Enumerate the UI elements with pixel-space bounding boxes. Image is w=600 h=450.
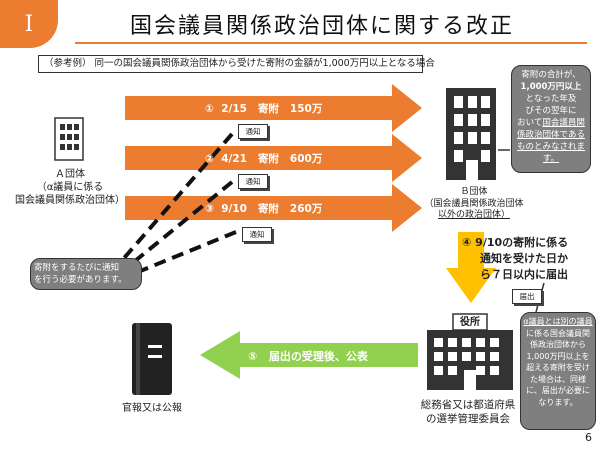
title-rule bbox=[75, 42, 587, 44]
book-icon bbox=[132, 323, 172, 395]
building-a-icon bbox=[54, 117, 84, 161]
step5-text: ⑤ 届出の受理後、公表 bbox=[248, 350, 368, 363]
authority-label: 総務省又は都道府県 の選挙管理委員会 bbox=[420, 399, 516, 425]
donation-2-text: ② 4/21 寄附 600万 bbox=[205, 153, 323, 165]
filing-tag: 届出 bbox=[512, 289, 542, 304]
section-badge: Ⅰ bbox=[0, 0, 58, 48]
government-building-icon bbox=[427, 313, 513, 390]
step4-text: ④ 9/10の寄附に係る 通知を受けた日か ら７日以内に届出 bbox=[462, 236, 569, 281]
donation-arrow-3 bbox=[125, 184, 422, 232]
group-a-label: Ａ団体 （α議員に係る 国会議員関係政治団体） bbox=[15, 169, 125, 206]
notice-line-2 bbox=[122, 180, 234, 272]
notice-line-3 bbox=[127, 230, 237, 278]
callout-notice-requirement: 寄附をするたびに通知 を行う必要があります。 bbox=[30, 258, 142, 290]
callout-other-member: α議員とは別の議員に係る国会議員関係政治団体から1,000万円以上を超える寄附を… bbox=[520, 312, 596, 430]
group-b-label: Ｂ団体 （国会議員関係政治団体 以外の政治団体） bbox=[424, 187, 524, 220]
notice-line-1 bbox=[116, 132, 234, 267]
publication-arrow bbox=[200, 331, 418, 379]
donation-3-text: ③ 9/10 寄附 260万 bbox=[205, 203, 323, 215]
office-sign: 役所 bbox=[460, 317, 480, 328]
callout-deemed-status: 寄附の合計が、 1,000万円以上 となった年及 びその翌年に おいて国会議員関… bbox=[511, 65, 591, 173]
example-note: （参考例） 同一の国会議員関係政治団体から受けた寄附の金額が1,000万円以上と… bbox=[38, 55, 435, 73]
building-b-icon bbox=[446, 88, 496, 180]
page-number: 6 bbox=[585, 431, 592, 444]
page-title: 国会議員関係政治団体に関する改正 bbox=[130, 14, 515, 39]
filing-arrow bbox=[446, 232, 496, 303]
notice-tag-2: 通知 bbox=[238, 174, 268, 189]
notice-tag-3: 通知 bbox=[242, 227, 272, 242]
donation-arrow-1 bbox=[125, 84, 422, 132]
donation-1-text: ① 2/15 寄附 150万 bbox=[205, 103, 323, 115]
notice-tag-1: 通知 bbox=[238, 124, 268, 139]
gazette-label: 官報又は公報 bbox=[122, 403, 182, 414]
